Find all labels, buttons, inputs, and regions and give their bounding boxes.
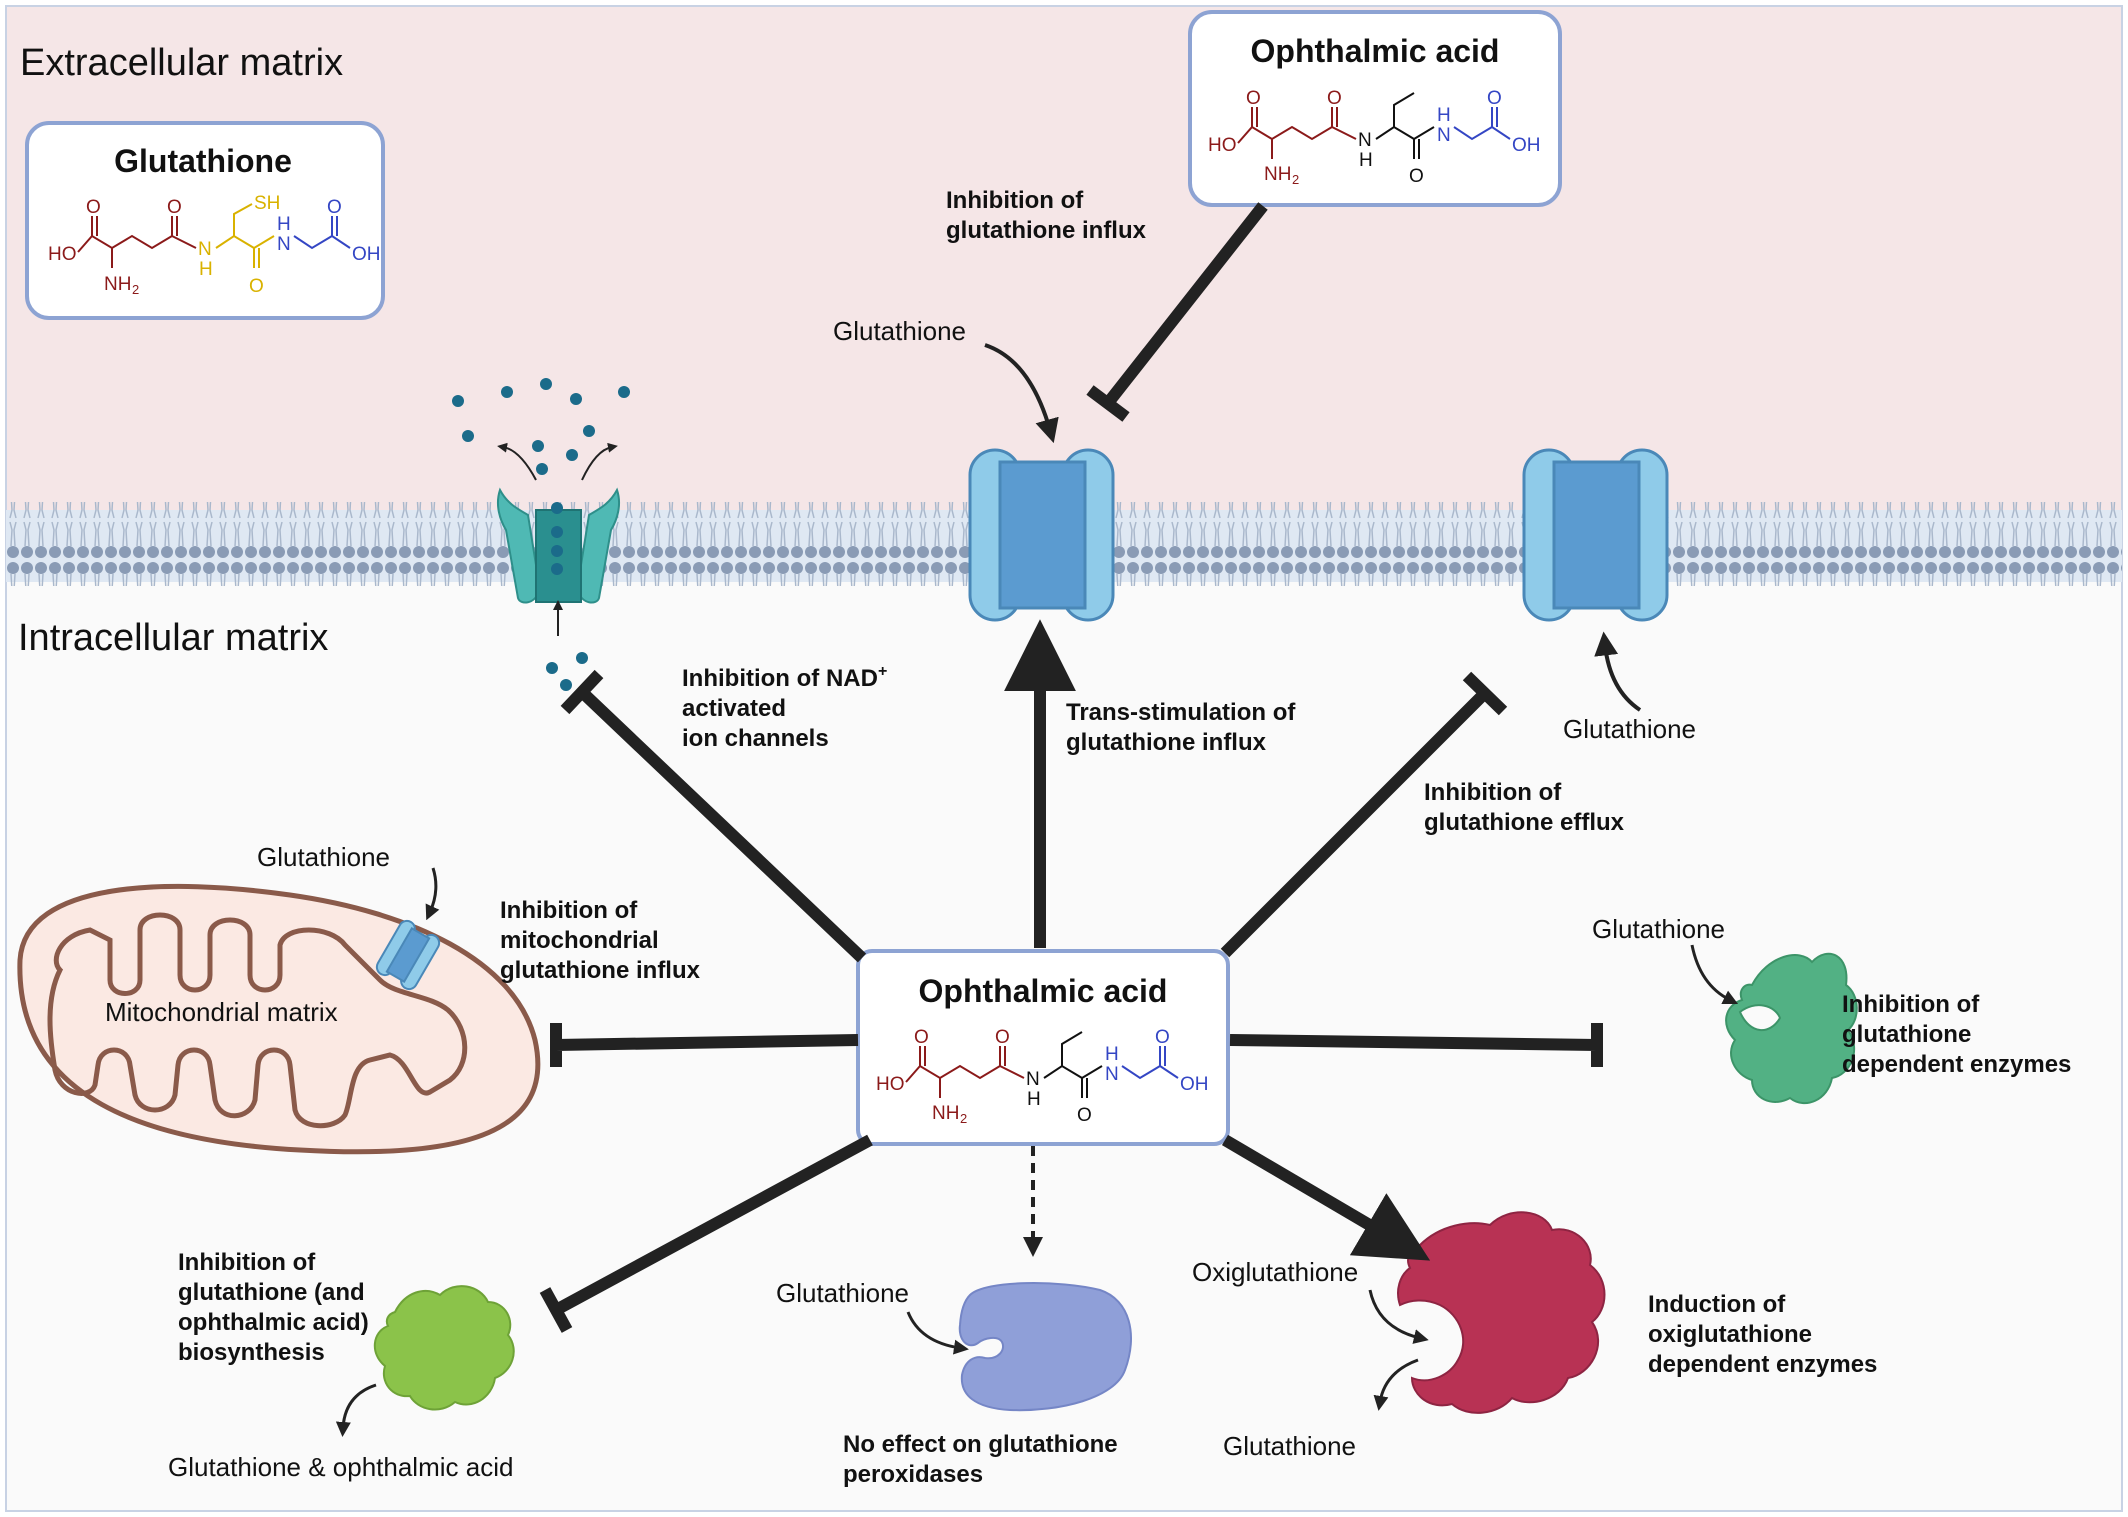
gsh-o3: O [249,276,264,297]
ophthalmic-center-structure [905,1031,1179,1098]
biosynthesis-products-label: Glutathione & ophthalmic acid [168,1452,513,1482]
ophthalmic-center-title: Ophthalmic acid [919,973,1168,1009]
gsh-extracellular-label: Glutathione [833,316,966,346]
influx-inhibition [1086,202,1268,422]
oa-ctr-o4: O [1155,1027,1170,1048]
gsh-nh2: NH [104,274,131,295]
oa-ctr-n2: N [1105,1064,1119,1085]
ophthalmic-top-structure [1237,92,1511,159]
oa-ctr-nh2: NH [932,1103,959,1124]
peroxidase-label: No effect on glutathione peroxidases [843,1431,1124,1488]
oxi-induction-arrow [1221,1134,1431,1261]
oa-top-ho: HO [1208,135,1237,156]
oa-ctr-h1: H [1027,1089,1041,1110]
gsh-h2: H [277,214,291,235]
oa-top-o4: O [1487,88,1502,109]
glutathione-peroxidase [958,1282,1132,1412]
oa-top-o3: O [1409,166,1424,187]
glutathione-structure-box: Glutathione HO O NH 2 O N H SH O H N O O… [25,121,385,320]
gsh-o1: O [86,197,101,218]
released-gsh-arrow [1373,1358,1419,1411]
oa-top-nh2: NH [1264,164,1291,185]
oa-top-h2: H [1437,105,1451,126]
glutathione-structure [77,203,351,268]
oa-top-oh: OH [1512,135,1541,156]
mitochondrial-transporter [375,919,441,991]
glutathione-synthetic-enzyme [373,1285,515,1411]
oa-top-o2: O [1327,88,1342,109]
biosynthesis-label: Inhibition of glutathione (and ophthalmi… [178,1249,375,1366]
mitochondrion [17,883,541,1155]
gsh-n1: N [198,239,212,260]
oa-ctr-nh2-sub: 2 [960,1111,967,1126]
ophthalmic-top-title: Ophthalmic acid [1251,33,1500,69]
glutathione-box-title: Glutathione [114,143,292,179]
dependent-enzymes-label: Inhibition of glutathione dependent enzy… [1842,991,2071,1078]
gsh-oh: OH [352,244,381,265]
oa-top-nh2-sub: 2 [1292,172,1299,187]
gsh-o4: O [327,197,342,218]
gsh-nh2-sub: 2 [132,282,139,297]
gsh-sh: SH [254,193,280,214]
oa-ctr-o3: O [1077,1105,1092,1126]
oa-ctr-o1: O [914,1027,929,1048]
oa-top-h1: H [1359,150,1373,171]
gsh-efflux-arrow [1594,631,1642,712]
gsh-n2: N [277,234,291,255]
gsh-o2: O [167,197,182,218]
oxiglutathione-label: Oxiglutathione [1192,1257,1358,1287]
ion-flow-arrows [497,442,618,636]
gsh-influx-arrow [984,343,1059,444]
oxiglutathione-arrow [1368,1289,1429,1344]
oa-top-n1: N [1358,130,1372,151]
mito-inhibition [550,1023,859,1067]
green-enzyme-gsh-arrow [1690,944,1739,1005]
influx-inhibition-label: Inhibition of glutathione influx [946,187,1147,244]
gsh-efflux-label: Glutathione [1563,714,1696,744]
enzyme-inhibition [1229,1023,1603,1067]
oa-ctr-n1: N [1026,1069,1040,1090]
trans-stimulation-label: Trans-stimulation of glutathione influx [1066,699,1302,756]
extracellular-label: Extracellular matrix [20,42,343,84]
mitochondrial-matrix-label: Mitochondrial matrix [105,997,338,1027]
mito-gsh-arrow [425,867,440,921]
outer-border [5,5,2123,1512]
oa-top-n2: N [1437,125,1451,146]
oa-ctr-oh: OH [1180,1074,1209,1095]
ophthalmic-acid-top-box: Ophthalmic acid HO O NH 2 O N H O H N O … [1188,10,1562,207]
biosynthesis-product-arrow [335,1383,377,1437]
intracellular-label: Intracellular matrix [18,617,328,659]
oxi-induction-label: Induction of oxiglutathione dependent en… [1648,1291,1877,1378]
gsh-mito-label: Glutathione [257,842,390,872]
gsh-peroxidase-label: Glutathione [776,1278,909,1308]
gsh-ho: HO [48,244,77,265]
main-connectors [539,202,1603,1333]
glutathione-efflux-transporter [1522,448,1669,622]
efflux-inhibition [1220,671,1508,958]
glutathione-dependent-enzyme [1725,952,1858,1105]
ion-channel-inhibition [560,669,867,963]
oa-ctr-o2: O [995,1027,1010,1048]
gsh-h1: H [199,259,213,280]
biosynthesis-inhibition [539,1134,873,1333]
ophthalmic-acid-center-box: Ophthalmic acid HO O NH 2 O N H O H N O … [856,949,1230,1146]
efflux-inhibition-label: Inhibition of glutathione efflux [1424,779,1625,836]
gsh-green-enzyme-label: Glutathione [1592,914,1725,944]
mito-influx-label: Inhibition of mitochondrial glutathione … [500,897,701,984]
oxiglutathione-dependent-enzyme [1397,1211,1606,1414]
glutathione-influx-transporter [968,448,1115,622]
peroxidase-gsh-arrow [906,1311,969,1355]
oa-ctr-h2: H [1105,1044,1119,1065]
oa-top-o1: O [1246,88,1261,109]
ion-dots [452,378,630,691]
substrate-arrows [335,343,1739,1437]
gsh-released-label: Glutathione [1223,1431,1356,1461]
nad-channel-label: Inhibition of NAD+ activated ion channel… [682,655,894,752]
oa-ctr-ho: HO [876,1074,905,1095]
